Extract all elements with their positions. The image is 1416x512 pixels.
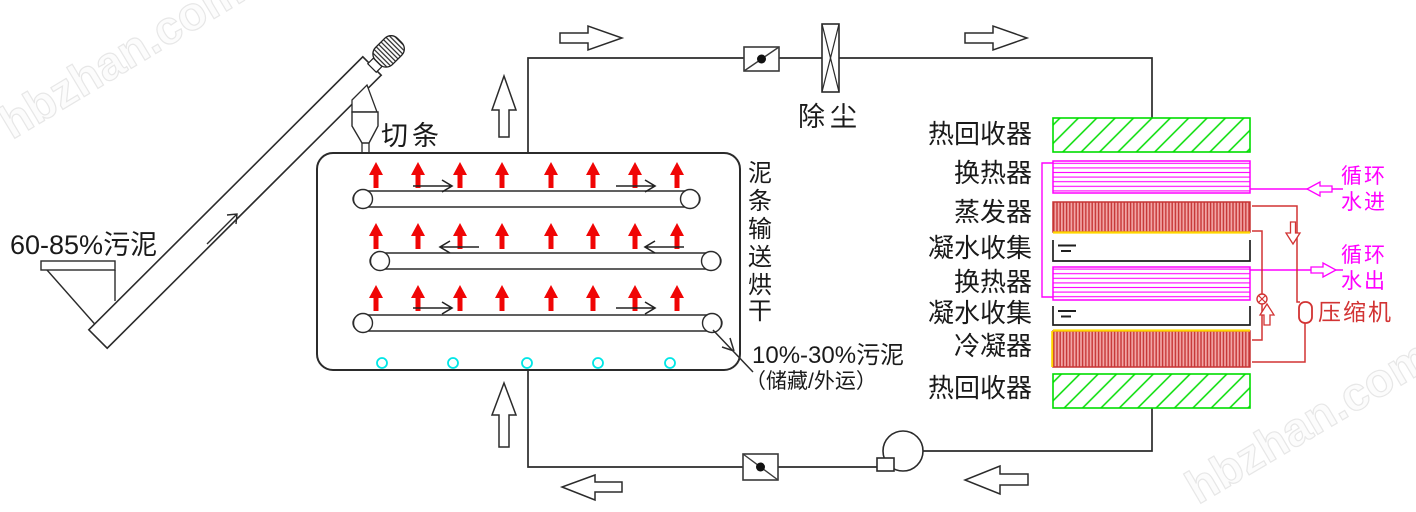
svg-text:蒸发器: 蒸发器: [954, 197, 1032, 227]
expansion-valve: [1256, 293, 1268, 305]
belt-drying-vertical-label: 泥 条 输 送 烘 干: [748, 160, 772, 325]
water-in-label: 循环 水进: [1341, 165, 1387, 214]
feed-sludge-label: 60-85%污泥: [10, 230, 157, 260]
dried-sludge-outlet-arrow: [712, 329, 754, 373]
refrigerant-up-arrow: [1258, 302, 1276, 326]
dedust-label: 除尘: [798, 102, 862, 132]
svg-text:热回收器: 热回收器: [928, 119, 1032, 149]
svg-text:换热器: 换热器: [954, 267, 1032, 297]
inclined-screw-conveyor: [87, 35, 405, 350]
cutter-label: 切条: [381, 121, 443, 151]
airflow-arrow-up-bottom: [490, 380, 518, 448]
feed-funnel: [40, 260, 116, 331]
svg-text:凝水收集: 凝水收集: [928, 298, 1032, 328]
svg-text:条: 条: [748, 188, 772, 215]
output-sludge-note: （储藏/外运）: [745, 370, 877, 393]
heat-recovery-top-box: [1052, 117, 1251, 153]
exhaust-duct-top: [527, 57, 1153, 153]
airflow-arrow-bottom-left: [559, 473, 623, 502]
conveyor-belt-3: [352, 312, 723, 334]
conveyor-direction-arrow: [206, 213, 238, 245]
damper-valve-bottom: [742, 453, 779, 481]
svg-text:泥: 泥: [748, 160, 772, 187]
water-in-arrow: [1305, 180, 1333, 198]
dust-filter: [821, 23, 840, 93]
svg-text:循环: 循环: [1341, 244, 1387, 267]
condenser-box: [1051, 329, 1251, 368]
drain-nozzles: [376, 357, 676, 369]
conveyor-motor: [366, 35, 405, 74]
conveyor-belt-2: [369, 250, 722, 272]
airflow-arrow-bottom-right: [962, 464, 1029, 496]
refrigerant-down-arrow: [1284, 221, 1302, 246]
heat-recovery-bottom-box: [1052, 373, 1251, 409]
svg-text:送: 送: [748, 244, 772, 271]
water-out-label: 循环 水出: [1341, 244, 1387, 293]
svg-text:换热器: 换热器: [954, 158, 1032, 188]
compressor-symbol: [1298, 301, 1313, 324]
airflow-arrow-up-top: [490, 73, 518, 138]
svg-text:凝水收集: 凝水收集: [928, 233, 1032, 263]
heat-exchanger-bottom-box: [1052, 266, 1251, 301]
svg-text:水进: 水进: [1341, 191, 1387, 214]
cutter-hopper: [351, 83, 379, 153]
circulation-fan: [876, 430, 924, 472]
watermark-top-left: hbzhan.com: [0, 0, 253, 149]
circulating-water-piping: [1041, 162, 1343, 298]
compressor-label: 压缩机: [1318, 299, 1393, 325]
airflow-arrow-top-right: [964, 24, 1030, 52]
output-sludge-label: 10%-30%污泥: [752, 342, 904, 369]
svg-text:循环: 循环: [1341, 165, 1387, 188]
damper-valve-top: [743, 46, 780, 72]
airflow-arrow-top-left: [559, 24, 625, 52]
evaporator-box: [1052, 201, 1251, 234]
refrigerant-piping: [1252, 205, 1313, 363]
svg-text:热回收器: 热回收器: [928, 373, 1032, 403]
svg-text:干: 干: [748, 298, 772, 325]
condensate-tray-2: [1052, 306, 1251, 326]
conveyor-belt-1: [352, 188, 701, 210]
svg-text:hbzhan.com: hbzhan.com: [0, 0, 252, 149]
heat-exchanger-top-box: [1052, 160, 1251, 194]
condensate-tray-1: [1052, 240, 1251, 262]
water-out-arrow: [1310, 261, 1338, 279]
svg-text:冷凝器: 冷凝器: [954, 331, 1032, 361]
svg-text:水出: 水出: [1341, 270, 1387, 293]
svg-text:烘: 烘: [748, 272, 772, 299]
stack-labels: 热回收器 换热器 蒸发器 凝水收集 换热器 凝水收集 冷凝器 热回收器: [928, 119, 1032, 403]
svg-text:输: 输: [748, 216, 772, 243]
